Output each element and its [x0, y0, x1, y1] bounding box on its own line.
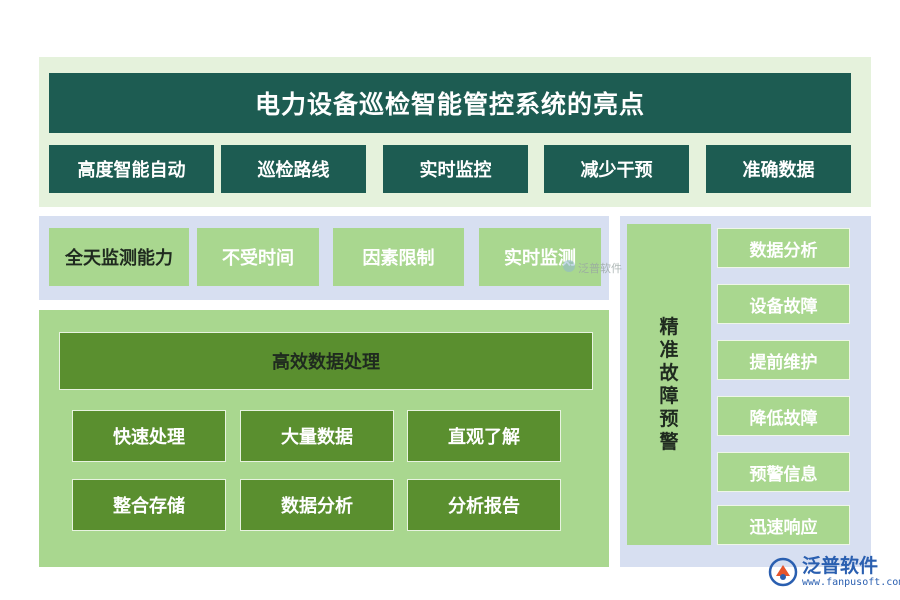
feature-box-5: 准确数据 [706, 145, 851, 193]
data-processing-title: 高效数据处理 [59, 332, 593, 390]
title-char: 故 [659, 361, 679, 384]
fault-item-2: 设备故障 [717, 284, 850, 324]
monitoring-box-3: 因素限制 [333, 228, 464, 286]
watermark-icon [563, 260, 575, 272]
brand-name: 泛普软件 [802, 555, 879, 577]
fault-item-1: 数据分析 [717, 228, 850, 268]
data-item-2: 大量数据 [240, 410, 394, 462]
feature-box-4: 减少干预 [544, 145, 689, 193]
fault-item-5: 预警信息 [717, 452, 850, 492]
title-char: 障 [659, 384, 679, 407]
title-char: 准 [659, 338, 679, 361]
watermark-text: 泛普软件 [578, 262, 622, 275]
fault-item-6: 迅速响应 [717, 505, 850, 545]
monitoring-box-1: 全天监测能力 [49, 228, 189, 286]
data-item-4: 整合存储 [72, 479, 226, 531]
brand-logo-icon [768, 557, 798, 587]
title-char: 预 [659, 407, 679, 430]
feature-box-2: 巡检路线 [221, 145, 366, 193]
diagram-title: 电力设备巡检智能管控系统的亮点 [49, 73, 851, 133]
feature-box-3: 实时监控 [383, 145, 528, 193]
title-char: 警 [659, 430, 679, 453]
brand-url: www.fanpusoft.com [802, 577, 900, 588]
fault-item-3: 提前维护 [717, 340, 850, 380]
monitoring-box-2: 不受时间 [197, 228, 319, 286]
monitoring-box-4: 实时监测 [479, 228, 601, 286]
feature-box-1: 高度智能自动 [49, 145, 214, 193]
data-item-6: 分析报告 [407, 479, 561, 531]
brand-logo: 泛普软件 www.fanpusoft.com [768, 552, 900, 592]
data-item-5: 数据分析 [240, 479, 394, 531]
data-item-3: 直观了解 [407, 410, 561, 462]
data-item-1: 快速处理 [72, 410, 226, 462]
fault-item-4: 降低故障 [717, 396, 850, 436]
fault-warning-title: 精 准 故 障 预 警 [627, 224, 711, 545]
title-char: 精 [659, 315, 679, 338]
